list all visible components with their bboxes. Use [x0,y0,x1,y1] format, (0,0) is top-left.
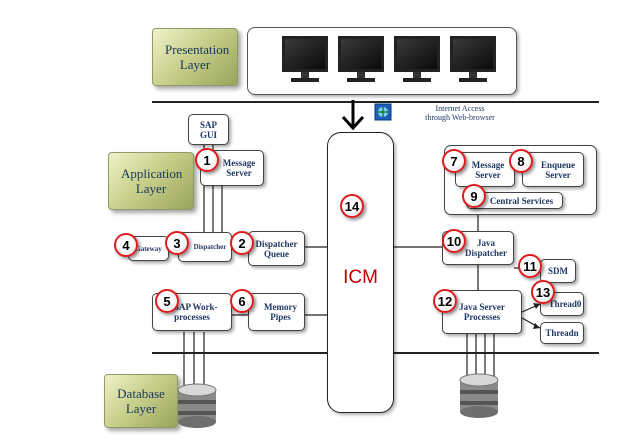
central-services-box: Central Services [466,192,563,209]
badge-8: 8 [509,149,533,173]
down-arrow-icon [341,100,365,131]
database-icon [459,373,499,418]
database-layer-label: Database Layer [104,374,178,428]
badge-4: 4 [114,233,138,257]
database-icon [177,383,217,428]
threadn-box: Threadn [540,322,584,344]
badge-2: 2 [230,231,254,255]
presentation-layer-label: Presentation Layer [152,28,238,86]
badge-12: 12 [433,289,457,313]
badge-6: 6 [230,289,254,313]
badge-14: 14 [340,194,364,218]
sap-gui-box: SAP GUI [188,114,229,145]
memory-pipes-box: Memory Pipes [248,293,305,331]
application-layer-label: Application Layer [108,152,194,210]
badge-10: 10 [442,229,466,253]
sdm-box: SDM [540,259,576,283]
web-browser-icon [374,103,392,121]
monitor-icon [394,36,440,82]
badge-7: 7 [442,149,466,173]
dispatcher-queue-box: Dispatcher Queue [248,231,305,266]
icm-block: ICM [327,132,394,413]
monitor-icon [282,36,328,82]
badge-13: 13 [531,280,555,304]
separator-top [152,101,599,103]
badge-1: 1 [195,148,219,172]
monitor-icon [450,36,496,82]
badge-11: 11 [518,254,542,278]
icm-label: ICM [343,266,378,288]
enqueue-server-box: Enqueue Server [522,152,584,187]
badge-9: 9 [462,184,486,208]
monitor-icon [338,36,384,82]
badge-3: 3 [165,231,189,255]
java-server-processes-box: Java Server Processes [442,290,522,334]
badge-5: 5 [155,289,179,313]
